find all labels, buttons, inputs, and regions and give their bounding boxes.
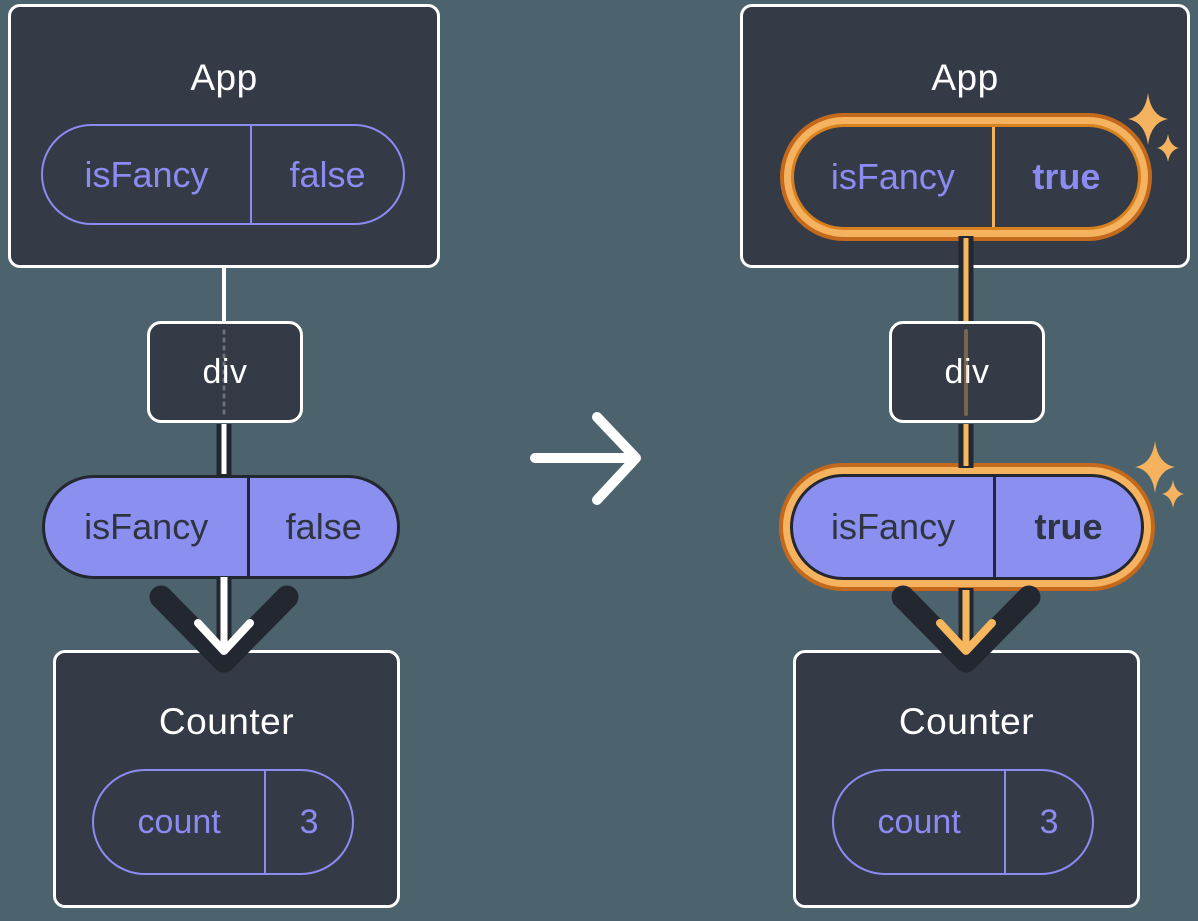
component-title: App: [931, 57, 999, 98]
prop-pill-app-right: isFancy true: [791, 124, 1141, 230]
arrow-down-icon: [149, 577, 299, 673]
prop-name: isFancy: [84, 153, 209, 195]
pill-divider: [991, 127, 995, 227]
pill-divider: [1004, 771, 1007, 873]
state-name: count: [877, 802, 961, 841]
highlight-ring: isFancy true: [780, 113, 1152, 241]
prop-value: true: [1034, 506, 1103, 547]
component-title: Counter: [898, 701, 1035, 742]
counter-component-box-right: Counter count 3: [793, 650, 1140, 908]
counter-component-box-left: Counter count 3: [53, 650, 400, 908]
passed-prop-pill-right: isFancy true: [790, 474, 1144, 580]
prop-pill-app-left: isFancy false: [41, 124, 405, 225]
component-title: App: [190, 57, 258, 98]
passed-prop-pill-left: isFancy false: [42, 475, 400, 579]
arrow-right-icon: [530, 412, 641, 505]
prop-name: isFancy: [831, 506, 956, 547]
div-node-label: div: [944, 353, 990, 391]
prop-value: true: [1032, 156, 1101, 197]
div-node-label: div: [202, 353, 248, 391]
app-component-box-right: App isFancy true: [740, 4, 1190, 268]
prop-value: false: [289, 153, 366, 195]
sparkle-icon: [1135, 441, 1175, 493]
state-name: count: [137, 802, 221, 841]
div-node-box-right: div: [889, 321, 1045, 423]
pill-divider: [264, 771, 267, 873]
prop-value: false: [285, 506, 362, 547]
div-node-box-left: div: [147, 321, 303, 423]
state-value: 3: [1039, 802, 1059, 841]
sparkle-icon: [1162, 480, 1184, 508]
state-pill-counter-right: count 3: [832, 769, 1094, 875]
component-title: Counter: [158, 701, 295, 742]
prop-name: isFancy: [830, 156, 955, 197]
prop-name: isFancy: [84, 506, 209, 547]
app-component-box-left: App isFancy false: [8, 4, 440, 268]
state-pill-counter-left: count 3: [92, 769, 354, 875]
highlight-ring: isFancy true: [779, 463, 1155, 591]
state-value: 3: [299, 802, 319, 841]
pill-divider: [993, 477, 997, 577]
pill-divider: [250, 126, 252, 223]
pill-divider: [247, 478, 251, 576]
